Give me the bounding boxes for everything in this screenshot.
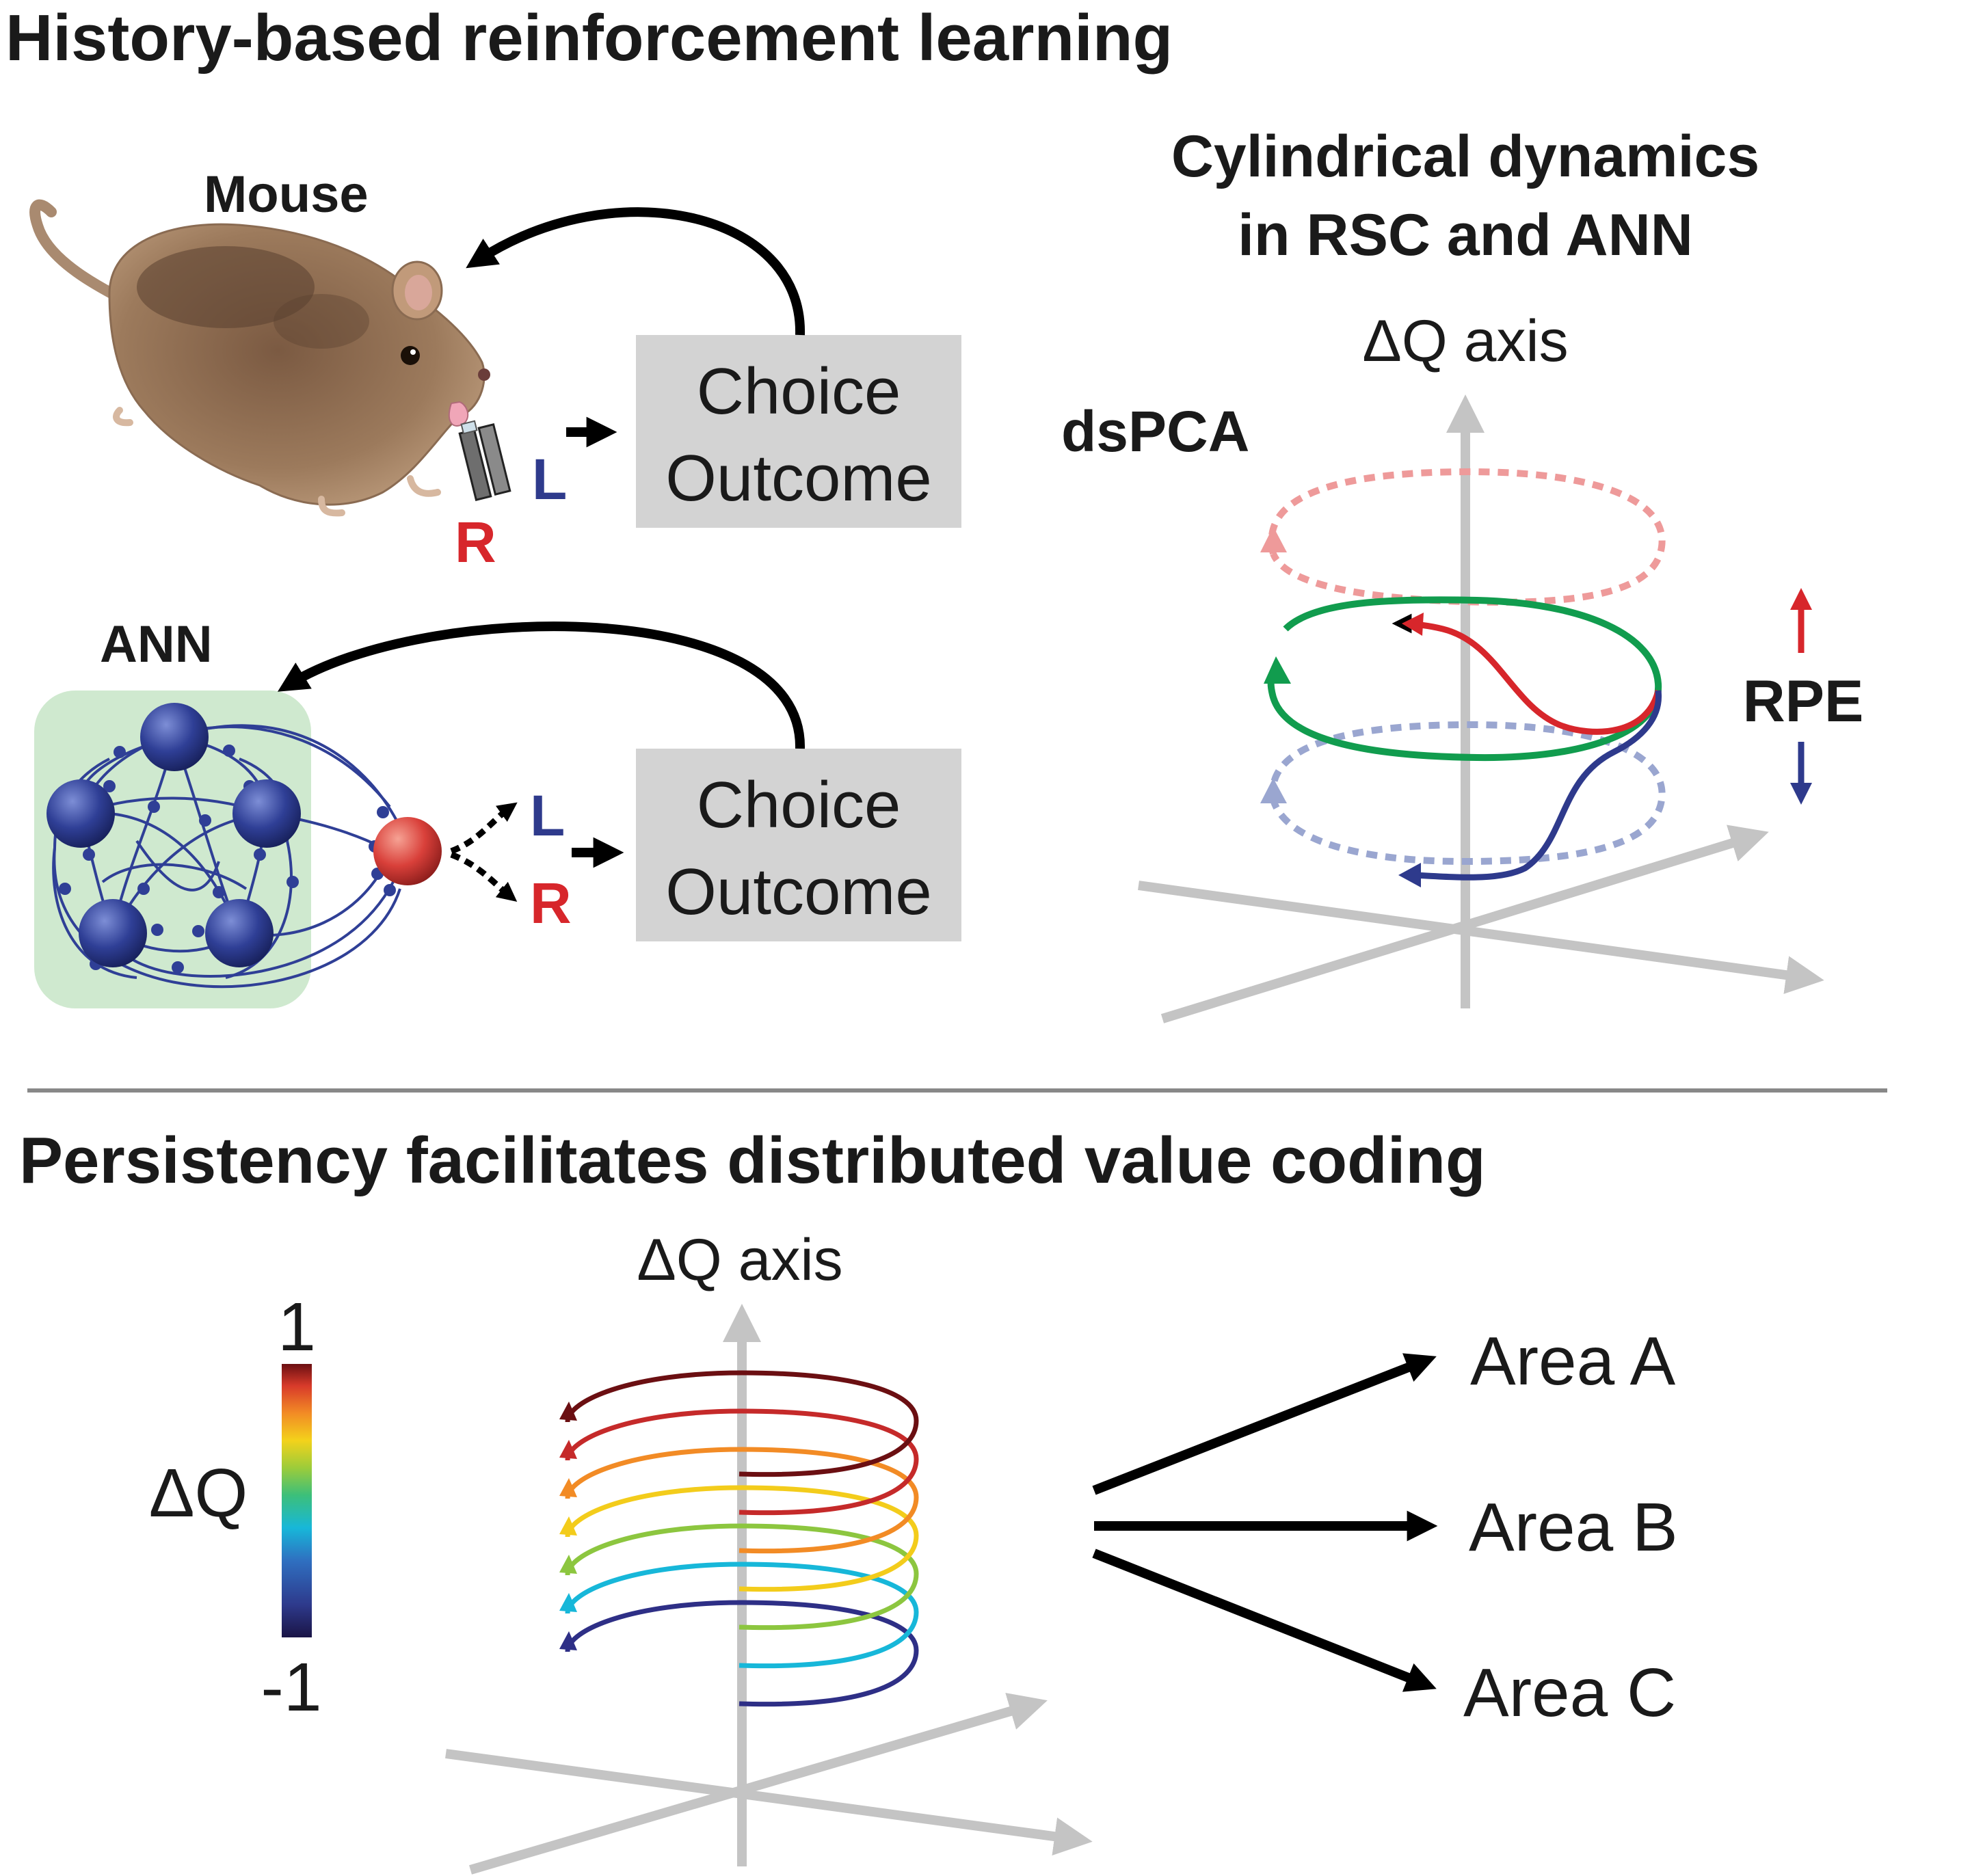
- lick-spouts: [458, 420, 511, 501]
- arrow-to-area-c: [1092, 1549, 1437, 1692]
- helix-arrowhead: [559, 1593, 577, 1612]
- ann-choice-right: R: [530, 871, 572, 935]
- mouse-feedback-arrow: [466, 207, 806, 336]
- arrow-to-area-a: [1092, 1353, 1437, 1495]
- mouse-box-line1: Choice: [697, 355, 901, 428]
- mouse-box-line2: Outcome: [665, 442, 931, 515]
- area-c-label: Area C: [1463, 1654, 1676, 1731]
- top-axis-label: ΔQ axis: [1362, 308, 1568, 374]
- bottom-3d-axes: [445, 1304, 1093, 1875]
- colorbar-min: -1: [261, 1649, 322, 1726]
- mouse-choice-left: L: [532, 447, 567, 511]
- ann-choice-outcome-box: Choice Outcome: [636, 749, 961, 941]
- colorbar: 1 -1 ΔQ: [149, 1289, 322, 1726]
- colorbar-max: 1: [278, 1289, 316, 1365]
- rpe-label: RPE: [1743, 669, 1864, 734]
- helix-arrowhead: [559, 1631, 577, 1650]
- ann-neuron: [205, 899, 274, 967]
- rpe-down-arrowhead: [1790, 783, 1812, 805]
- ann-neuron: [46, 779, 115, 848]
- ann-neuron: [79, 899, 147, 967]
- ann-output-neuron: [373, 817, 442, 885]
- positive-rpe-arrowhead: [1402, 613, 1424, 636]
- helix-arrowhead: [559, 1478, 577, 1497]
- helix-arrowhead: [559, 1516, 577, 1536]
- helix-loop: [565, 1485, 919, 1592]
- ann-feedback-arrow: [277, 621, 806, 749]
- positive-rpe-trajectory: [1392, 613, 1662, 735]
- ann-right-choice-arrow: [450, 851, 518, 902]
- dynamics-title-line1: Cylindrical dynamics: [1171, 124, 1759, 189]
- distribution-arrows: [1092, 1353, 1438, 1692]
- ann-neuron: [140, 703, 209, 771]
- dynamics-title-line2: in RSC and ANN: [1238, 202, 1693, 268]
- dspca-label: dsPCA: [1061, 399, 1249, 464]
- ann-choice-left: L: [530, 783, 565, 848]
- negative-rpe-trajectory: [1411, 690, 1662, 881]
- bottom-title: Persistency facilitates distributed valu…: [19, 1124, 1486, 1197]
- mouse-illustration: [29, 199, 490, 517]
- ann-label: ANN: [100, 615, 213, 673]
- rpe-up-arrowhead: [1790, 588, 1812, 610]
- top-3d-axes: [1138, 394, 1824, 1023]
- helix-arrowhead: [559, 1402, 577, 1421]
- helix-arrowhead: [559, 1440, 577, 1459]
- colorbar-gradient: [282, 1364, 312, 1637]
- top-title: History-based reinforcement learning: [5, 1, 1173, 75]
- helix-loop: [565, 1370, 919, 1477]
- helix-loop: [565, 1562, 919, 1669]
- helix-loop: [565, 1447, 919, 1554]
- helix-loop: [565, 1523, 919, 1631]
- mouse-choice-right: R: [455, 510, 496, 574]
- ann-neuron: [232, 779, 301, 848]
- mouse-choice-outcome-box: Choice Outcome: [636, 335, 961, 528]
- mouse-label: Mouse: [204, 165, 369, 224]
- helix-loop: [565, 1408, 919, 1516]
- ann-left-choice-arrow: [450, 802, 518, 855]
- upper-dotted-loop: [1260, 468, 1666, 606]
- helix-arrowhead: [559, 1555, 577, 1574]
- bottom-axis-label: ΔQ axis: [637, 1227, 842, 1293]
- area-a-label: Area A: [1470, 1323, 1675, 1399]
- colorbar-label: ΔQ: [149, 1455, 248, 1531]
- ann-box-line2: Outcome: [665, 855, 931, 928]
- ann-box-line1: Choice: [697, 768, 901, 842]
- ann-network: [34, 691, 442, 1008]
- value-helix: [559, 1370, 919, 1707]
- helix-loop: [565, 1600, 919, 1707]
- negative-rpe-arrowhead: [1398, 863, 1421, 887]
- area-b-label: Area B: [1469, 1489, 1678, 1566]
- lower-dotted-loop: [1260, 721, 1666, 866]
